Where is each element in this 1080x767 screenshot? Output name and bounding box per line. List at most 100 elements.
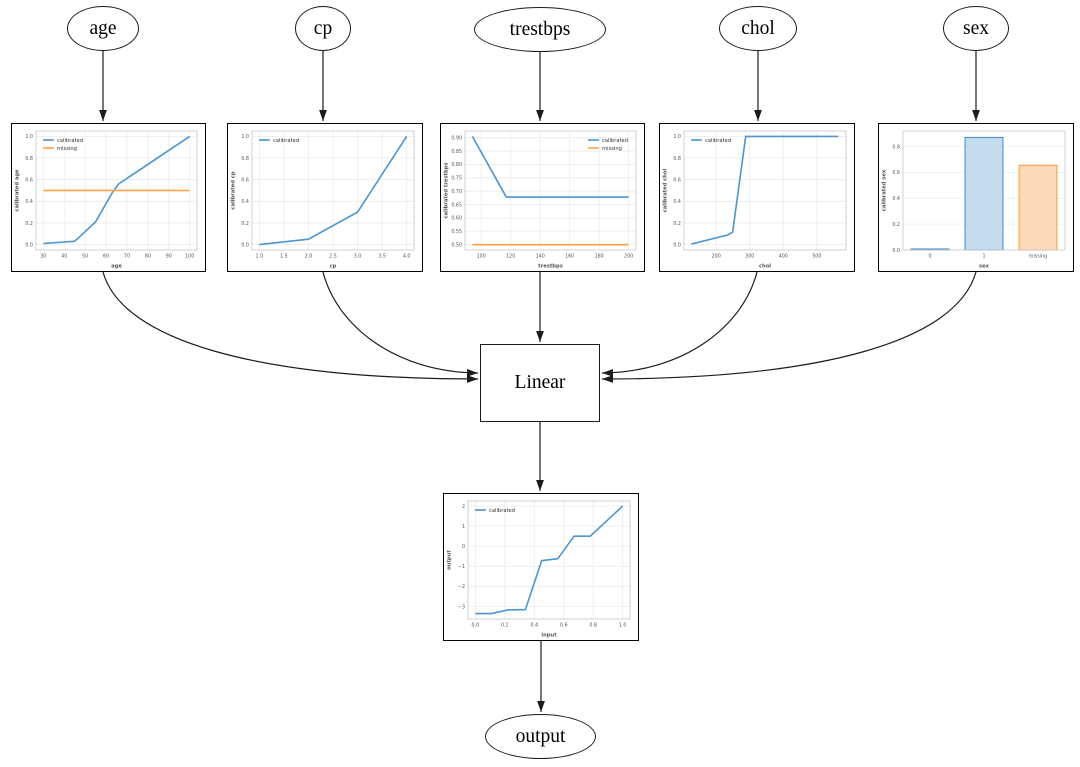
svg-text:0.0: 0.0 [241,242,249,248]
svg-text:160: 160 [565,254,574,260]
svg-text:0.60: 0.60 [451,216,462,222]
svg-text:300: 300 [745,254,754,260]
svg-text:1.0: 1.0 [619,623,627,629]
svg-text:30: 30 [40,254,46,260]
edge-chol-calibrator-to-linear [601,271,758,377]
svg-text:0.90: 0.90 [451,135,462,141]
svg-text:2.5: 2.5 [329,254,337,260]
svg-text:2.0: 2.0 [305,254,313,260]
svg-text:0.8: 0.8 [892,144,900,150]
svg-text:0.6: 0.6 [25,177,33,183]
svg-text:0.55: 0.55 [451,229,462,235]
svg-text:50: 50 [82,254,88,260]
svg-text:90: 90 [166,254,172,260]
svg-text:output: output [447,550,453,570]
input-node-age-label: age [89,17,117,39]
svg-text:0.2: 0.2 [241,221,249,227]
input-node-chol: chol [719,6,797,51]
input-node-age: age [67,6,139,51]
svg-text:−1: −1 [458,564,465,570]
svg-text:calibrated: calibrated [705,138,731,144]
svg-text:120: 120 [506,254,515,260]
svg-text:−3: −3 [458,604,465,610]
input-node-cp-label: cp [313,17,333,39]
svg-text:2: 2 [462,504,465,510]
svg-text:1.0: 1.0 [241,134,249,140]
svg-text:0.8: 0.8 [673,156,681,162]
combiner-node-linear: Linear [480,344,600,422]
svg-text:0.65: 0.65 [451,202,462,208]
svg-text:100: 100 [477,254,486,260]
svg-text:missing: missing [57,146,77,152]
input-node-cp: cp [295,6,351,51]
svg-text:3.5: 3.5 [378,254,386,260]
svg-text:0.75: 0.75 [451,176,462,182]
svg-text:0.6: 0.6 [892,170,900,176]
svg-text:input: input [541,633,557,639]
svg-text:0.4: 0.4 [673,199,681,205]
svg-text:0.4: 0.4 [25,199,33,205]
input-node-trestbps-label: trestbps [509,18,571,40]
svg-text:1.0: 1.0 [25,134,33,140]
svg-text:1.5: 1.5 [280,254,288,260]
svg-text:calibrated sex: calibrated sex [882,169,888,211]
svg-text:sex: sex [979,264,990,270]
svg-text:calibrated: calibrated [57,138,83,144]
svg-text:0.8: 0.8 [241,156,249,162]
svg-text:−2: −2 [458,584,465,590]
svg-text:4.0: 4.0 [403,254,411,260]
input-node-chol-label: chol [741,17,775,39]
svg-text:0.4: 0.4 [241,199,249,205]
svg-text:40: 40 [61,254,67,260]
svg-text:calibrated chol: calibrated chol [663,169,669,213]
input-node-trestbps: trestbps [474,7,606,52]
svg-text:calibrated age: calibrated age [15,169,21,212]
svg-text:500: 500 [812,254,821,260]
edge-age-calibrator-to-linear [102,271,479,383]
svg-text:200: 200 [624,254,633,260]
svg-text:calibrated: calibrated [602,138,628,144]
svg-text:0.0: 0.0 [25,242,33,248]
output-node-label: output [515,725,566,747]
svg-text:0.2: 0.2 [25,221,33,227]
svg-text:0.8: 0.8 [25,156,33,162]
svg-text:calibrated trestbps: calibrated trestbps [444,162,450,218]
svg-text:chol: chol [759,264,771,270]
svg-text:400: 400 [779,254,788,260]
svg-text:missing: missing [1029,254,1047,260]
svg-text:3.0: 3.0 [354,254,362,260]
svg-text:100: 100 [185,254,194,260]
svg-text:calibrated: calibrated [489,508,515,514]
svg-text:0.2: 0.2 [673,221,681,227]
svg-text:60: 60 [103,254,109,260]
svg-text:1.0: 1.0 [256,254,264,260]
svg-text:0.4: 0.4 [892,196,900,202]
edge-cp-calibrator-to-linear [322,271,479,377]
svg-text:0: 0 [462,544,465,550]
svg-text:0.0: 0.0 [892,248,900,254]
svg-text:0: 0 [928,254,931,260]
svg-text:200: 200 [712,254,721,260]
svg-text:0.6: 0.6 [241,177,249,183]
svg-text:calibrated cp: calibrated cp [231,171,237,209]
svg-text:0.0: 0.0 [472,623,480,629]
svg-text:140: 140 [536,254,545,260]
svg-text:1: 1 [982,254,985,260]
calibrator-plot-cp: 1.0 1.5 2.0 2.5 3.0 3.5 4.0 0.0 0.2 0.4 0.6 0.8 1.0 c… [227,123,423,272]
svg-text:0.85: 0.85 [451,149,462,155]
svg-text:0.0: 0.0 [673,242,681,248]
svg-text:trestbps: trestbps [538,264,563,270]
svg-text:1.0: 1.0 [673,134,681,140]
svg-text:0.70: 0.70 [451,189,462,195]
svg-text:0.4: 0.4 [530,623,538,629]
